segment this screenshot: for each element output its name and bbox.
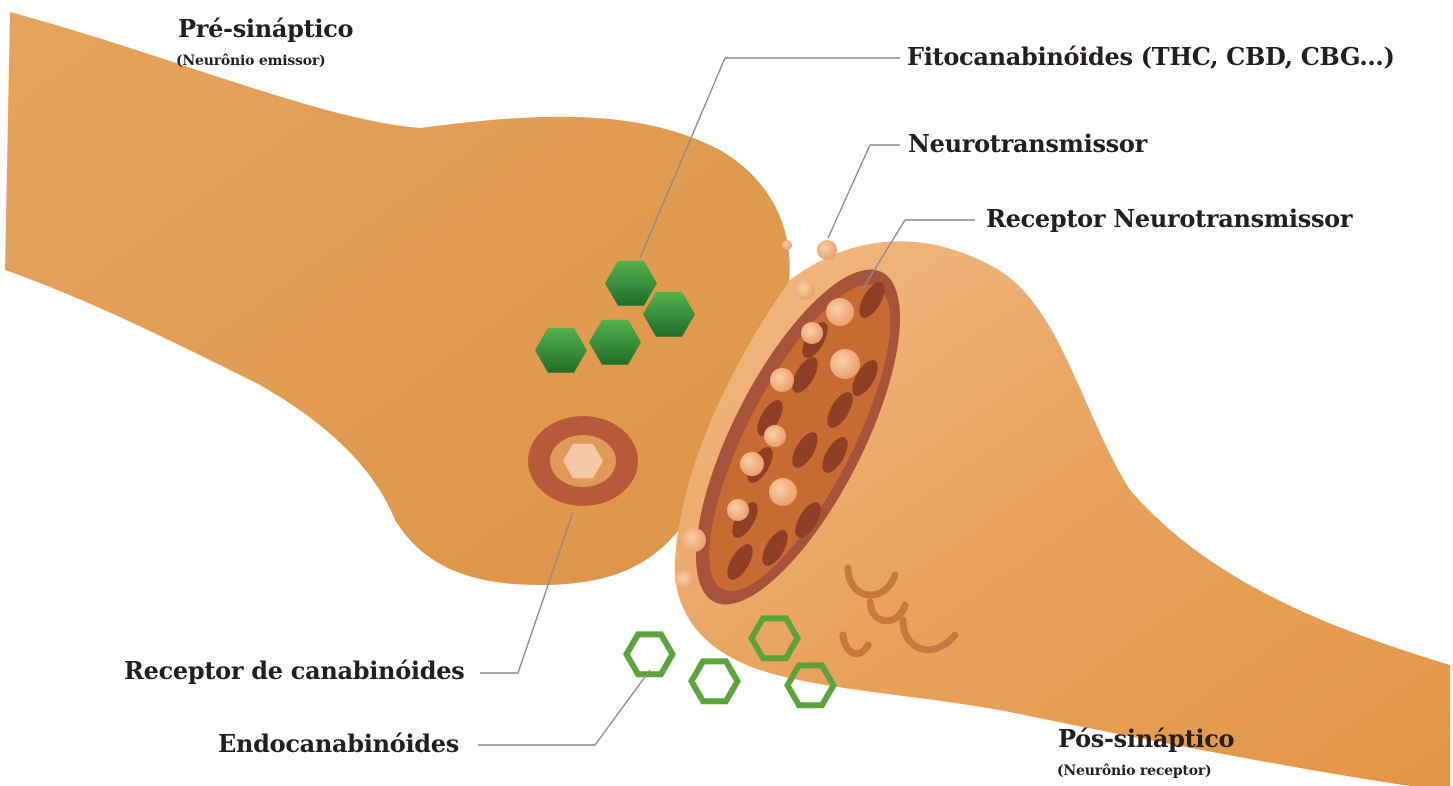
endocannabinoid-hexagon <box>692 661 738 701</box>
neurotransmitter-dot <box>682 528 706 552</box>
neurotransmitter-dot <box>830 349 860 379</box>
post-synaptic-subtitle: (Neurônio receptor) <box>1057 763 1211 779</box>
neurotransmitter-dot <box>675 570 695 590</box>
neurotransmitter-dot <box>740 452 764 476</box>
endocannabinoid-hexagon <box>627 634 673 674</box>
post-synaptic-title: Pós-sináptico <box>1058 724 1234 753</box>
neurotransmitter-dot <box>727 499 749 521</box>
neurotransmitter-dot <box>826 298 854 326</box>
neurotransmitter-dot <box>782 240 792 250</box>
endocannabinoids-label: Endocanabinóides <box>218 729 459 758</box>
neurotransmitter-dot <box>764 425 786 447</box>
pre-synaptic-title: Pré-sináptico <box>178 14 353 43</box>
phytocannabinoids-label: Fitocanabinóides (THC, CBD, CBG...) <box>907 42 1395 71</box>
neurotransmitter-label: Neurotransmissor <box>908 129 1147 158</box>
cannabinoid-receptor-label: Receptor de canabinóides <box>124 656 464 685</box>
leader-line-endocannabinoids <box>478 670 650 745</box>
cannabinoid-receptor <box>528 416 638 506</box>
neurotransmitter-dot <box>769 478 797 506</box>
neurotransmitter-dot <box>817 240 837 260</box>
neurotransmitter-dot <box>795 280 815 300</box>
leader-line-neurotransmitter <box>828 145 900 238</box>
neurotransmitter-receptor-label: Receptor Neurotransmissor <box>986 204 1352 233</box>
neurotransmitter-dot <box>801 322 823 344</box>
neurotransmitter-dot <box>770 368 794 392</box>
pre-synaptic-subtitle: (Neurônio emissor) <box>176 53 325 69</box>
